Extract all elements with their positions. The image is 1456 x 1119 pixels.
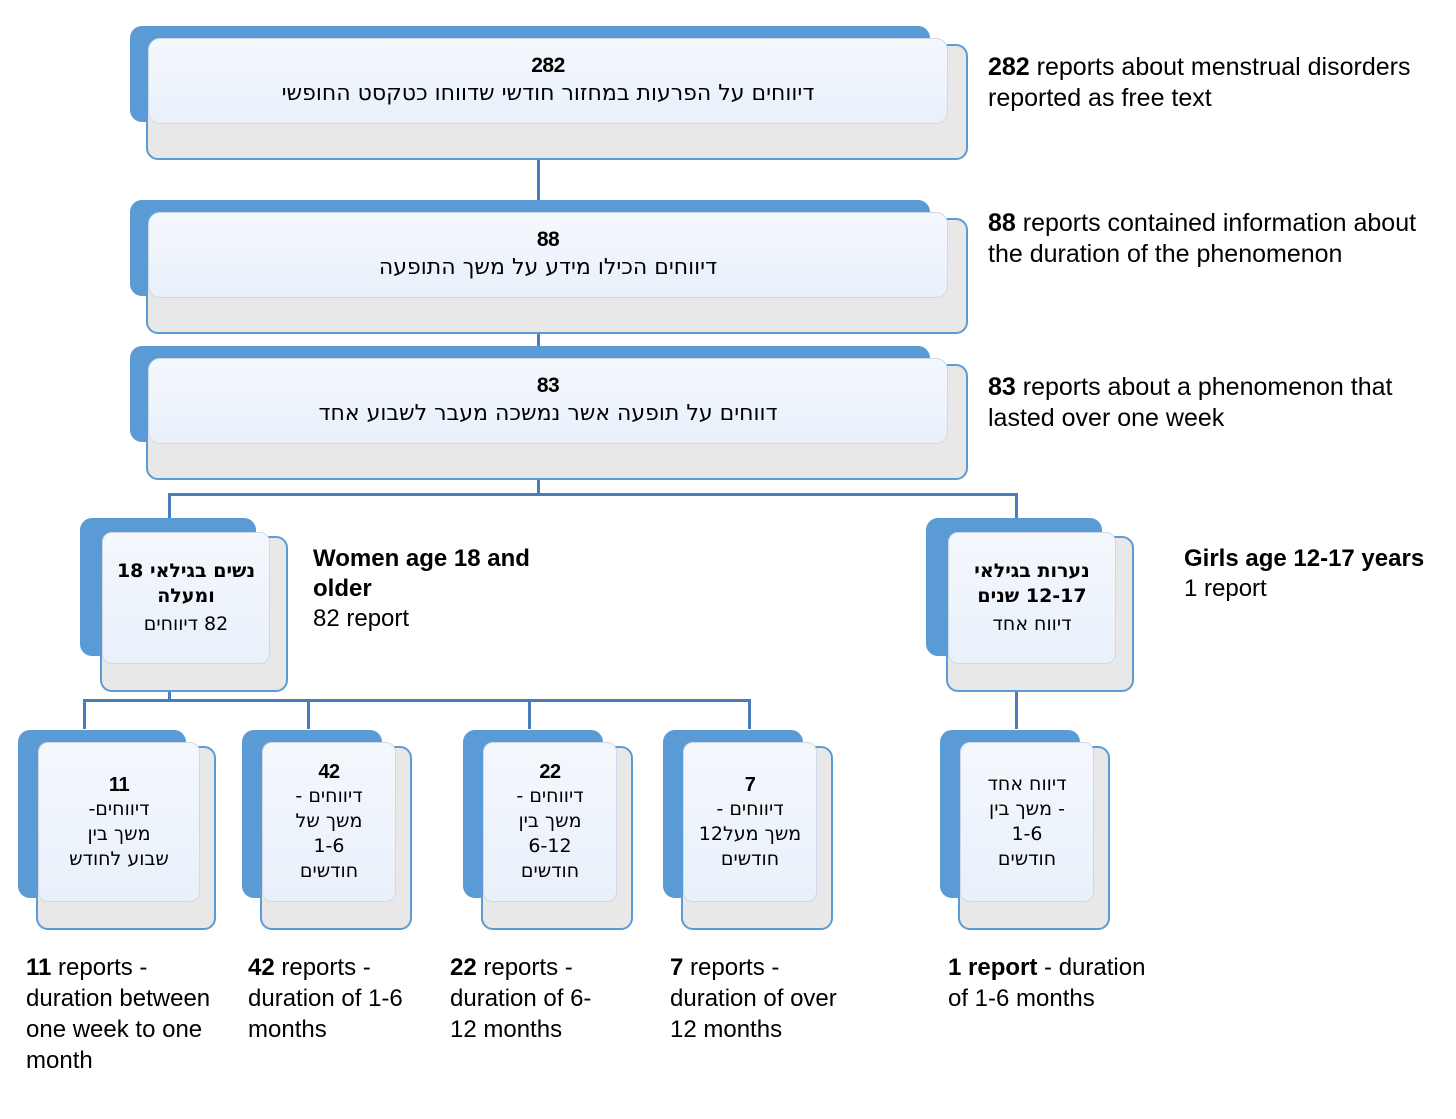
caption-leaf-11-rest: reports - duration between one week to o… xyxy=(26,954,211,1074)
caption-leaf-22-rest: reports - duration of 6-12 months xyxy=(450,954,592,1043)
node-panel: 83 דווחים על תופעה אשר נמשכה מעבר לשבוע … xyxy=(148,358,948,444)
leaf-hebrew-text: דיווחים- משך בין שבוע לחודש xyxy=(69,797,169,870)
leaf-hebrew-text: דיווחים - משך של 1-6 חודשים xyxy=(295,785,363,882)
leaf-count: 22 xyxy=(539,761,561,783)
caption-83-bold: 83 xyxy=(988,373,1016,401)
leaf-count: 7 xyxy=(744,773,756,796)
caption-leaf-girls-1-rest: - duration of 1-6 months xyxy=(948,954,1146,1012)
node-panel: 88 דיווחים הכילו מידע על משך התופעה xyxy=(148,212,948,298)
stage-count: 88 xyxy=(536,228,560,251)
stage-hebrew-text: דיווחים על הפרעות במחזור חודשי שדווחו כט… xyxy=(281,81,815,106)
node-panel: 7 דיווחים - משך מעל12 חודשים xyxy=(683,742,817,902)
leaf-count: 42 xyxy=(318,761,340,783)
stage-hebrew-text: דיווחים הכילו מידע על משך התופעה xyxy=(378,255,718,280)
caption-88: 88 reports contained information about t… xyxy=(988,208,1456,270)
connector-girls-to-leaf xyxy=(1015,681,1018,729)
stage-hebrew-text: דווחים על תופעה אשר נמשכה מעבר לשבוע אחד xyxy=(318,401,778,426)
caption-leaf-22-bold: 22 xyxy=(450,954,477,981)
caption-88-bold: 88 xyxy=(988,209,1016,237)
label-women-sub: 82 report xyxy=(313,605,410,632)
caption-282: 282 reports about menstrual disorders re… xyxy=(988,52,1448,114)
caption-leaf-girls-1-bold: 1 report xyxy=(948,954,1038,981)
group-hebrew-sub: 82 דיווחים xyxy=(143,613,229,635)
node-panel: דיווח אחד - משך בין 1-6 חודשים xyxy=(960,742,1094,902)
leaf-hebrew-text: דיווח אחד - משך בין 1-6 חודשים xyxy=(987,773,1067,870)
connector-women-to-leaf-42 xyxy=(307,699,310,729)
caption-leaf-42-rest: reports - duration of 1-6 months xyxy=(248,954,403,1043)
connector-88-to-83 xyxy=(537,320,540,350)
caption-leaf-11: 11 reports - duration between one week t… xyxy=(26,952,211,1076)
caption-leaf-7: 7 reports - duration of over 12 months xyxy=(670,952,845,1045)
stage-count: 83 xyxy=(536,374,560,397)
label-girls-sub: 1 report xyxy=(1184,575,1267,602)
connector-83-split-bar xyxy=(168,493,1018,496)
caption-leaf-42-bold: 42 xyxy=(248,954,275,981)
caption-leaf-42: 42 reports - duration of 1-6 months xyxy=(248,952,438,1045)
connector-282-to-88 xyxy=(537,158,540,206)
connector-women-to-leaf-22 xyxy=(528,699,531,729)
node-panel: 22 דיווחים - משך בין 6-12 חודשים xyxy=(483,742,617,902)
caption-282-rest: reports about menstrual disorders report… xyxy=(988,53,1411,112)
group-hebrew-title: נערות בגילאי 12-17 שנים xyxy=(974,560,1090,607)
connector-women-to-leaf-11 xyxy=(83,699,86,729)
caption-leaf-11-bold: 11 xyxy=(26,954,52,981)
connector-83-stem xyxy=(537,466,540,494)
connector-83-to-women xyxy=(168,493,171,523)
node-panel: נערות בגילאי 12-17 שנים דיווח אחד xyxy=(948,532,1116,664)
caption-leaf-7-rest: reports - duration of over 12 months xyxy=(670,954,837,1043)
caption-83-rest: reports about a phenomenon that lasted o… xyxy=(988,373,1393,432)
node-panel: 11 דיווחים- משך בין שבוע לחודש xyxy=(38,742,200,902)
connector-women-split-bar xyxy=(83,699,751,702)
label-women-title: Women age 18 and older xyxy=(313,545,530,602)
leaf-hebrew-text: דיווחים - משך מעל12 חודשים xyxy=(698,797,802,870)
caption-leaf-girls-1: 1 report - duration of 1-6 months xyxy=(948,952,1163,1014)
leaf-count: 11 xyxy=(108,773,130,796)
caption-leaf-22: 22 reports - duration of 6-12 months xyxy=(450,952,615,1045)
group-hebrew-sub: דיווח אחד xyxy=(992,613,1072,635)
node-panel: נשים בגילאי 18 ומעלה 82 דיווחים xyxy=(102,532,270,664)
connector-83-to-girls xyxy=(1015,493,1018,523)
caption-282-bold: 282 xyxy=(988,53,1030,81)
label-girls: Girls age 12-17 years 1 report xyxy=(1184,544,1434,604)
caption-88-rest: reports contained information about the … xyxy=(988,209,1417,268)
node-panel: 42 דיווחים - משך של 1-6 חודשים xyxy=(262,742,396,902)
group-hebrew-title: נשים בגילאי 18 ומעלה xyxy=(116,560,256,607)
leaf-hebrew-text: דיווחים - משך בין 6-12 חודשים xyxy=(516,785,584,882)
label-women: Women age 18 and older 82 report xyxy=(313,544,543,634)
connector-women-to-leaf-7 xyxy=(748,699,751,729)
caption-83: 83 reports about a phenomenon that laste… xyxy=(988,372,1450,434)
label-girls-title: Girls age 12-17 years xyxy=(1184,545,1425,572)
caption-leaf-7-bold: 7 xyxy=(670,954,684,981)
node-panel: 282 דיווחים על הפרעות במחזור חודשי שדווח… xyxy=(148,38,948,124)
stage-count: 282 xyxy=(531,54,565,77)
